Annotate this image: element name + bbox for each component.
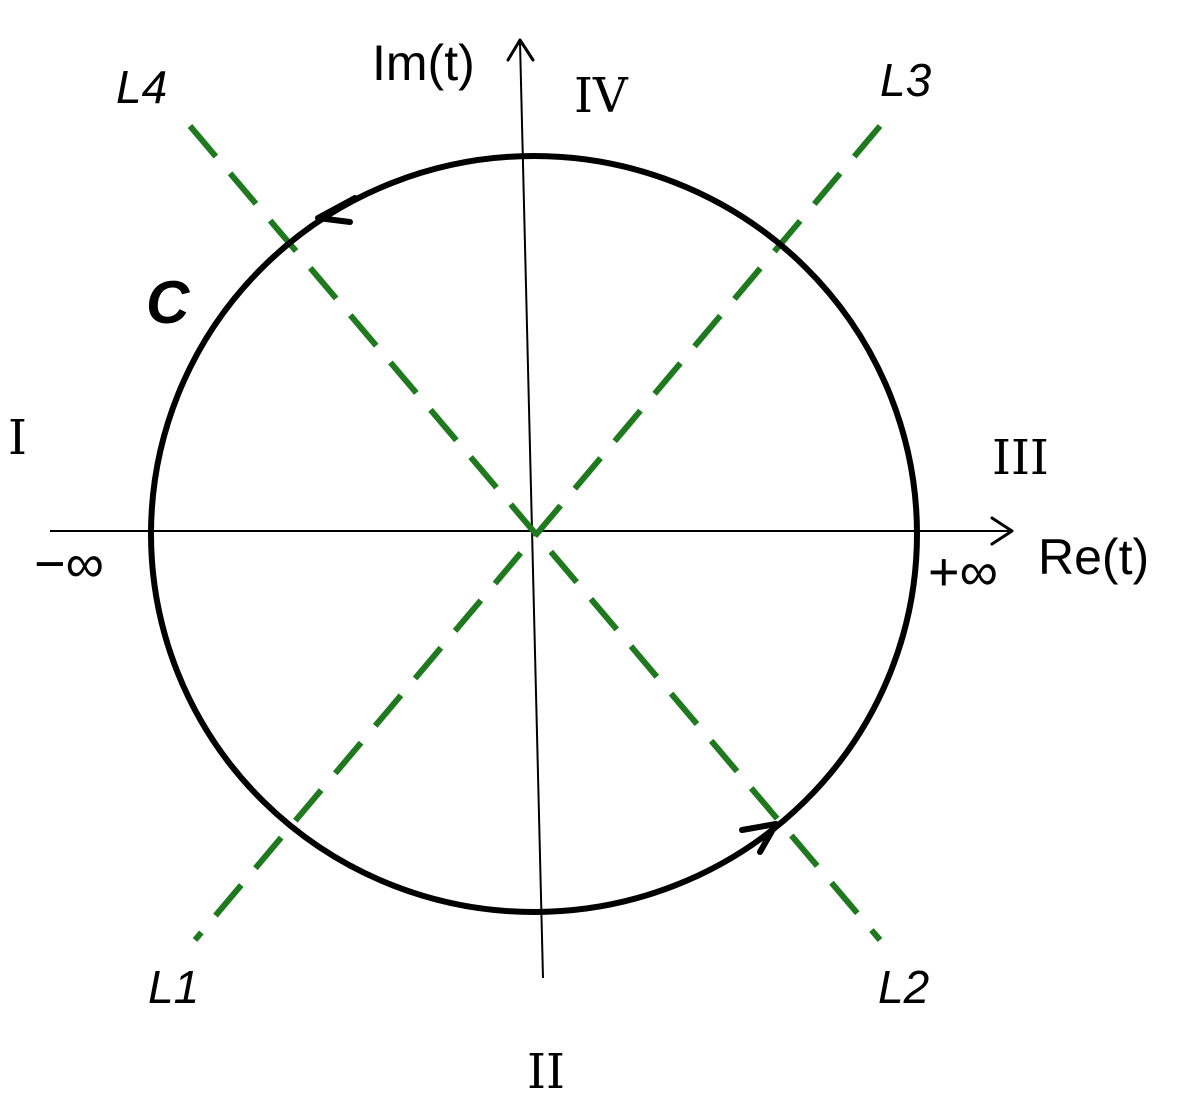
region-label-ii: II — [527, 1044, 565, 1100]
contour-arrow-upper-left — [315, 195, 358, 225]
dashed-line-l3-l1 — [192, 124, 883, 942]
region-label-iii: III — [992, 430, 1049, 486]
real-axis-label: Re(t) — [1038, 529, 1149, 585]
region-label-iv: IV — [574, 68, 629, 124]
imag-axis-label: Im(t) — [372, 35, 475, 91]
minus-infinity-label: −∞ — [34, 534, 104, 594]
region-label-i: I — [8, 410, 27, 466]
real-axis-arrowhead — [990, 516, 1014, 546]
line-label-l1: L1 — [148, 961, 199, 1013]
imag-axis — [519, 41, 544, 979]
contour-circle — [148, 153, 920, 915]
line-label-l4: L4 — [116, 61, 167, 113]
plus-infinity-label: +∞ — [928, 542, 998, 602]
contour-label: C — [146, 269, 191, 336]
imag-axis-arrowhead — [506, 38, 535, 62]
line-label-l2: L2 — [878, 961, 929, 1013]
line-label-l3: L3 — [880, 54, 932, 106]
contour-arrow-lower-right — [739, 821, 779, 855]
